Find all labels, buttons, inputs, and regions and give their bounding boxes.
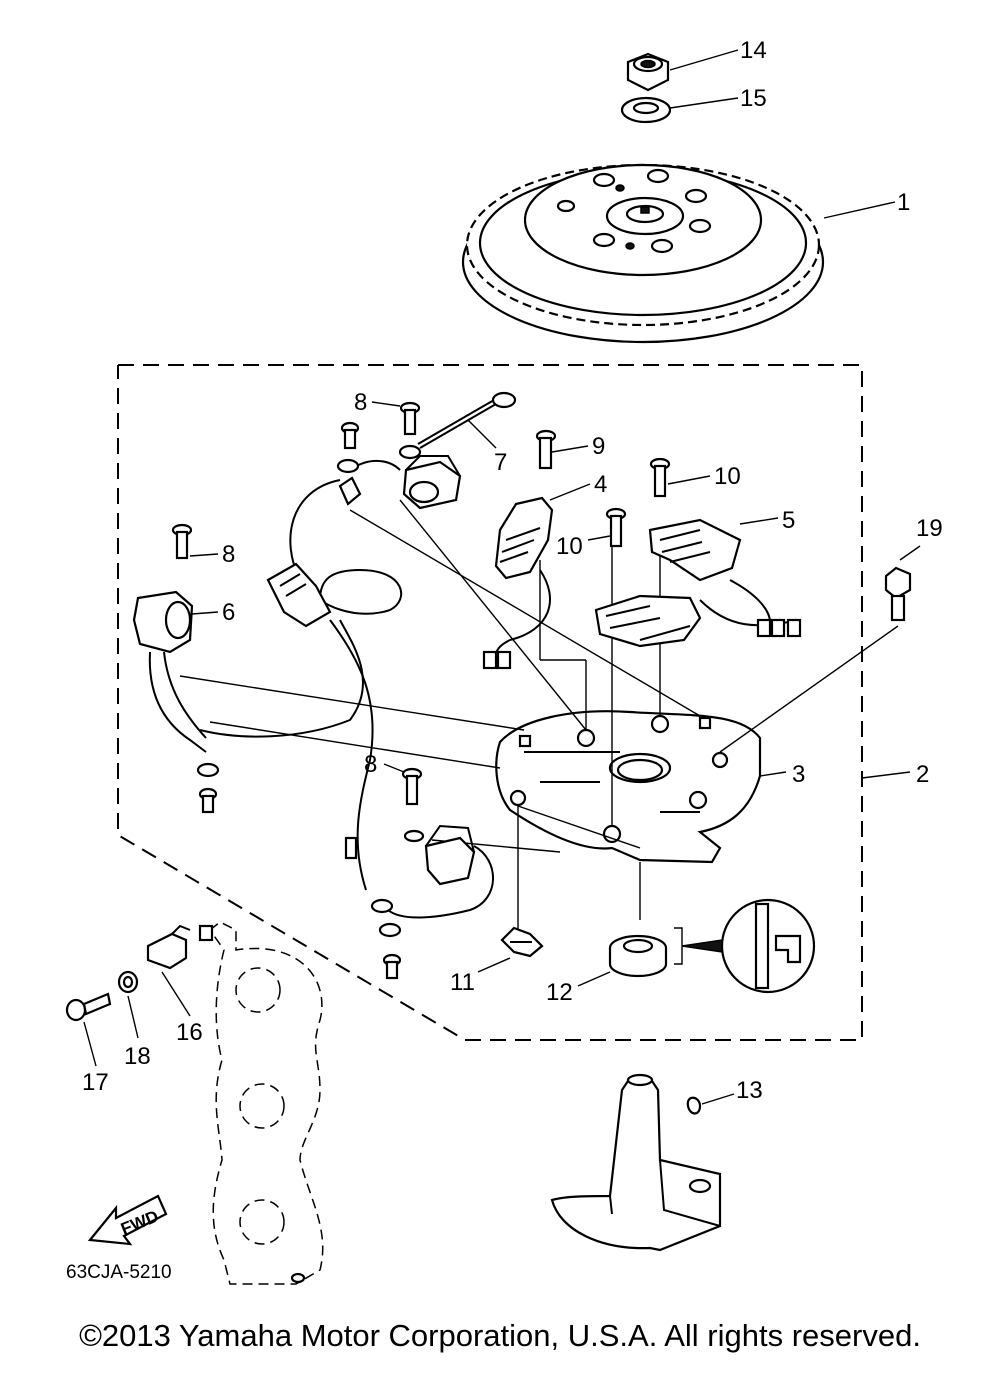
screw-lower-left — [198, 787, 218, 814]
screw-leader-lines — [189, 401, 921, 773]
crankshaft — [550, 1073, 722, 1252]
pulser-coil-center — [370, 824, 494, 938]
cylinder-block-outline — [208, 921, 324, 1285]
lighting-coil-5 — [594, 518, 802, 648]
callout-4: 4 — [594, 471, 607, 498]
flywheel-washer — [620, 96, 672, 124]
callout-17: 17 — [82, 1069, 109, 1096]
wire-harness — [199, 479, 403, 891]
screw-9 — [535, 429, 557, 470]
callout-8-center: 8 — [364, 751, 377, 778]
callout-1: 1 — [897, 189, 910, 216]
screw-lower-center — [382, 953, 402, 980]
oil-seal-12 — [608, 934, 668, 978]
screw-10-right — [649, 457, 671, 498]
callout-19: 19 — [916, 515, 943, 542]
callout-14: 14 — [740, 37, 767, 64]
callout-15: 15 — [740, 85, 767, 112]
callout-3: 3 — [792, 761, 805, 788]
callout-9: 9 — [592, 433, 605, 460]
copyright-notice: ©2013 Yamaha Motor Corporation, U.S.A. A… — [79, 1318, 921, 1353]
woodruff-key-13 — [686, 1096, 702, 1115]
pulser-coil-upper — [336, 455, 462, 510]
pulser-coil-4 — [482, 496, 554, 670]
flywheel — [461, 163, 825, 344]
fwd-label: FWD — [118, 1207, 161, 1239]
callout-8-left: 8 — [222, 541, 235, 568]
callout-7: 7 — [494, 449, 507, 476]
callout-2: 2 — [916, 761, 929, 788]
wire-clip-11 — [500, 926, 544, 958]
screw-8-center — [401, 767, 423, 806]
bolt-19 — [884, 566, 912, 622]
screw-8-top — [399, 401, 421, 436]
callout-11: 11 — [450, 969, 475, 996]
fwd-arrow: FWD — [87, 1194, 168, 1246]
callout-12: 12 — [546, 979, 573, 1006]
callout-10-right: 10 — [714, 463, 741, 490]
washer-18 — [117, 970, 139, 994]
flywheel-nut — [626, 52, 670, 92]
stator-base-plate — [495, 710, 762, 864]
screw-10-mid — [605, 507, 627, 548]
bracket-16 — [146, 924, 214, 970]
screw-17 — [65, 992, 112, 1022]
screw-small-top — [340, 421, 360, 450]
callout-8-top: 8 — [354, 389, 367, 416]
assembly-leader-lines — [179, 499, 899, 930]
callout-16: 16 — [176, 1019, 203, 1046]
screw-8-left — [171, 523, 193, 560]
ignition-coil-6 — [132, 590, 220, 778]
callout-10-mid: 10 — [556, 533, 583, 560]
callout-13: 13 — [736, 1077, 763, 1104]
callout-18: 18 — [124, 1043, 151, 1070]
callout-5: 5 — [782, 507, 795, 534]
callout-6: 6 — [222, 599, 235, 626]
seal-orientation-detail — [720, 898, 816, 994]
callout-numbers: 14 15 1 8 7 9 4 10 5 19 10 8 6 8 3 2 11 … — [82, 37, 943, 1104]
diagram-code: 63CJA-5210 — [66, 1262, 172, 1283]
ground-lead-7 — [398, 391, 517, 460]
